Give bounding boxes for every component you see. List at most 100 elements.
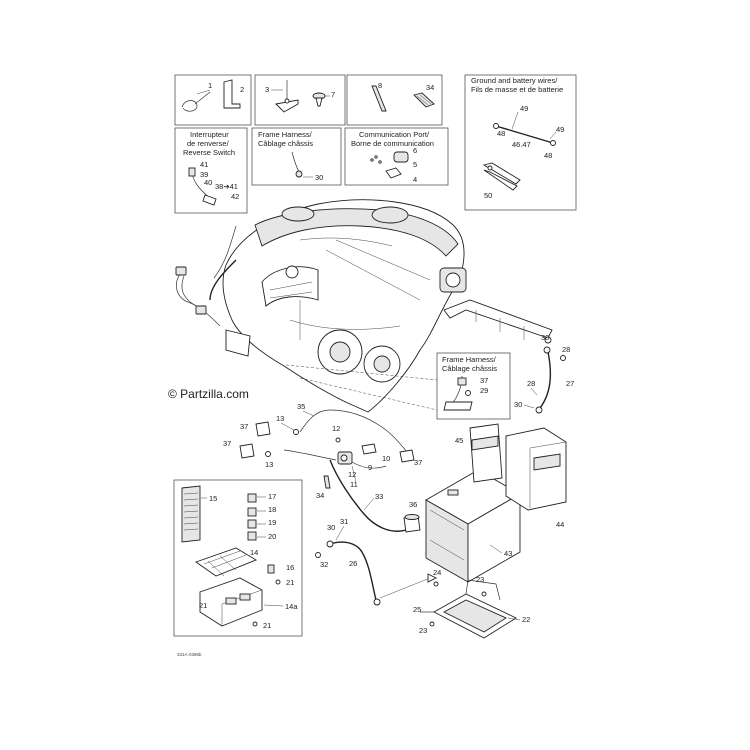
- engine-harness-icon: [175, 225, 251, 357]
- inset-frame-right-title-1: Frame Harness/: [442, 355, 497, 364]
- ground-cable-icon: [535, 346, 552, 414]
- ground-cable-26-icon: [326, 540, 381, 606]
- inset-communication-port: [344, 127, 449, 186]
- callout-5: 5: [413, 160, 417, 169]
- callout-34b: 34: [316, 491, 324, 500]
- fuse-box-icon: [195, 547, 263, 627]
- callout-30b: 30: [541, 333, 549, 342]
- callout-20: 20: [268, 532, 276, 541]
- callout-12a: 12: [332, 424, 340, 433]
- callout-33: 33: [375, 492, 383, 501]
- callout-23b: 23: [419, 626, 427, 635]
- callout-21a: 21: [286, 578, 294, 587]
- sleeve-icon: [413, 92, 435, 108]
- callout-27: 27: [566, 379, 574, 388]
- callout-43: 43: [504, 549, 512, 558]
- ground-stud-icon: [443, 375, 473, 411]
- nut-13a: [293, 429, 299, 435]
- callout-8: 8: [378, 81, 382, 90]
- callout-29: 29: [480, 386, 488, 395]
- callout-2: 2: [240, 85, 244, 94]
- callout-17: 17: [268, 492, 276, 501]
- callout-1: 1: [208, 81, 212, 90]
- communication-port-icon: [370, 151, 409, 179]
- terminal-cap-37-icon: [255, 421, 271, 437]
- inset-reverse-switch: [174, 127, 248, 214]
- callout-22: 22: [522, 615, 530, 624]
- screw-21a: [275, 579, 281, 585]
- bolt-32: [315, 552, 321, 558]
- reverse-switch-icon: [188, 167, 217, 206]
- callout-4: 4: [413, 175, 417, 184]
- callout-30a: 30: [315, 173, 323, 182]
- callout-37d: 37: [414, 458, 422, 467]
- relay-16: [267, 564, 275, 574]
- callout-15: 15: [209, 494, 217, 503]
- inset-reverse-title-1: Interrupteur: [190, 130, 229, 139]
- inset-ground-battery-title-2: Fils de masse et de batterie: [471, 85, 563, 94]
- battery-cover-icon: [469, 423, 503, 483]
- callout-37a: 37: [480, 376, 488, 385]
- battery-cable-icon: [493, 111, 557, 146]
- callout-49a: 49: [520, 104, 528, 113]
- inset-fuse-box: [173, 479, 303, 637]
- fuse-column-icon: [247, 493, 257, 541]
- callout-30c: 30: [514, 400, 522, 409]
- bolt-23a: [481, 591, 487, 597]
- callout-19: 19: [268, 518, 276, 527]
- callout-13b: 13: [265, 460, 273, 469]
- inset-reverse-title-3: Reverse Switch: [183, 148, 235, 157]
- bolt-24: [433, 581, 439, 587]
- callout-23a: 23: [476, 575, 484, 584]
- tape-icon: [371, 85, 387, 112]
- bolt-12a: [335, 437, 341, 443]
- inset-reverse-title-2: de renverse/: [187, 139, 230, 148]
- callout-46-47: 46.47: [512, 140, 531, 149]
- callout-13a: 13: [276, 414, 284, 423]
- inset-ground-battery: [464, 74, 577, 211]
- inset-comm-title-2: Borne de communication: [351, 139, 434, 148]
- callout-45: 45: [455, 436, 463, 445]
- callout-39: 39: [200, 170, 208, 179]
- callout-9: 9: [368, 463, 372, 472]
- callout-37c: 37: [223, 439, 231, 448]
- inset-frame-top-title-2: Câblage châssis: [258, 139, 313, 148]
- inset-frame-harness-right: [436, 352, 511, 420]
- push-rivet-icon: [312, 92, 326, 107]
- engine-icon: [209, 199, 467, 413]
- callout-6: 6: [413, 146, 417, 155]
- inset-ground-battery-title-1: Ground and battery wires/: [471, 76, 558, 85]
- callout-36: 36: [409, 500, 417, 509]
- callout-14: 14: [250, 548, 258, 557]
- callout-11: 11: [350, 480, 358, 489]
- crimp-tool-icon: [482, 162, 521, 191]
- callout-35: 35: [297, 402, 305, 411]
- callout-21c: 21: [263, 621, 271, 630]
- inset-fasteners-row: [174, 74, 443, 126]
- callout-12b: 12: [348, 470, 356, 479]
- drawing-reference: 331A-0386b: [177, 652, 202, 657]
- callout-48b: 48: [544, 151, 552, 160]
- callout-38-41: 38➔41: [215, 182, 238, 191]
- callout-31: 31: [340, 517, 348, 526]
- terminal-boot-36-icon: [403, 514, 421, 533]
- callout-32: 32: [320, 560, 328, 569]
- callout-21b: 21: [199, 601, 207, 610]
- callout-25: 25: [413, 605, 421, 614]
- callout-28a: 28: [562, 345, 570, 354]
- callout-50: 50: [484, 191, 492, 200]
- positive-cable-icon: [329, 459, 407, 532]
- cable-tie-icon: [181, 89, 211, 112]
- watermark: © Partzilla.com: [168, 387, 249, 401]
- screw-21c: [252, 621, 258, 627]
- callout-16: 16: [286, 563, 294, 572]
- callout-37b: 37: [240, 422, 248, 431]
- tape-lower-icon: [323, 475, 331, 489]
- battery-box-icon: [505, 427, 567, 511]
- fuse-label-icon: [181, 485, 201, 543]
- callout-24: 24: [433, 568, 441, 577]
- inset-comm-title-1: Communication Port/: [359, 130, 430, 139]
- callout-42: 42: [231, 192, 239, 201]
- callout-18: 18: [268, 505, 276, 514]
